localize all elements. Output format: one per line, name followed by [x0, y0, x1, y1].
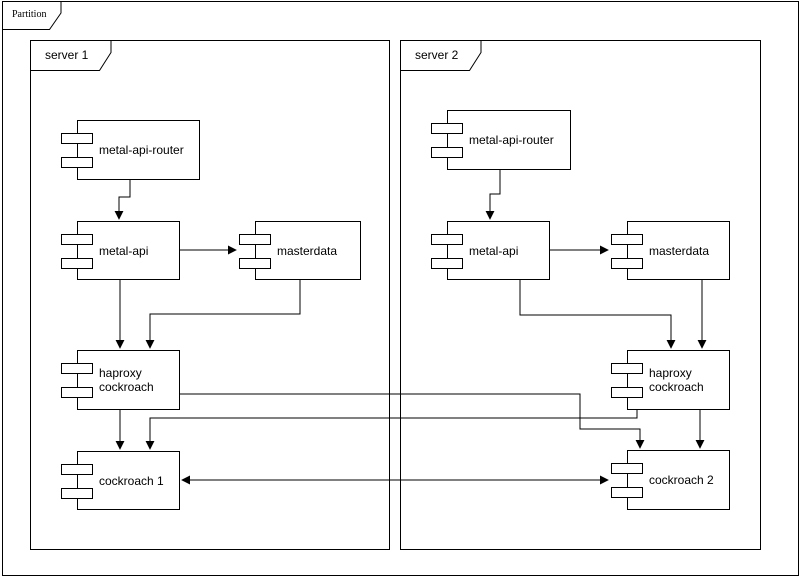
component-masterdata-1: masterdata — [239, 221, 361, 280]
component-label: metal-api — [99, 243, 149, 258]
component-haproxy-cockroach-1: haproxy cockroach — [61, 350, 180, 410]
component-metal-api-router-1: metal-api-router — [61, 120, 200, 180]
component-label: masterdata — [277, 243, 338, 258]
component-port-icon — [611, 387, 643, 398]
component-port-icon — [611, 258, 643, 269]
server1-frame — [30, 40, 390, 550]
component-label: haproxy cockroach — [649, 366, 704, 394]
server1-label: server 1 — [45, 48, 89, 62]
component-haproxy-cockroach-2: haproxy cockroach — [611, 350, 730, 410]
component-port-icon — [431, 123, 463, 134]
server2-label: server 2 — [415, 48, 459, 62]
component-port-icon — [61, 363, 93, 374]
partition-label: Partition — [12, 9, 47, 20]
component-label: metal-api-router — [99, 143, 184, 157]
component-port-icon — [611, 363, 643, 374]
component-port-icon — [61, 387, 93, 398]
component-port-icon — [239, 234, 271, 245]
component-cockroach-1: cockroach 1 — [61, 451, 180, 510]
component-port-icon — [61, 258, 93, 269]
component-port-icon — [61, 488, 93, 499]
component-port-icon — [61, 464, 93, 475]
component-label: masterdata — [649, 243, 710, 258]
component-metal-api-router-2: metal-api-router — [431, 110, 571, 170]
component-port-icon — [431, 258, 463, 269]
component-label: haproxy cockroach — [99, 366, 154, 394]
component-port-icon — [431, 147, 463, 158]
component-metal-api-1: metal-api — [61, 221, 180, 280]
component-port-icon — [431, 234, 463, 245]
server2-frame — [400, 40, 761, 550]
component-port-icon — [611, 487, 643, 498]
component-label: cockroach 2 — [649, 473, 714, 487]
component-label: metal-api-router — [469, 133, 554, 147]
component-masterdata-2: masterdata — [611, 221, 730, 280]
component-port-icon — [239, 258, 271, 269]
component-cockroach-2: cockroach 2 — [611, 450, 730, 510]
component-metal-api-2: metal-api — [431, 221, 550, 280]
component-label: cockroach 1 — [99, 473, 164, 488]
component-port-icon — [61, 234, 93, 245]
component-label: metal-api — [469, 243, 519, 258]
component-port-icon — [611, 463, 643, 474]
component-port-icon — [61, 133, 93, 144]
component-port-icon — [611, 234, 643, 245]
component-port-icon — [61, 157, 93, 168]
